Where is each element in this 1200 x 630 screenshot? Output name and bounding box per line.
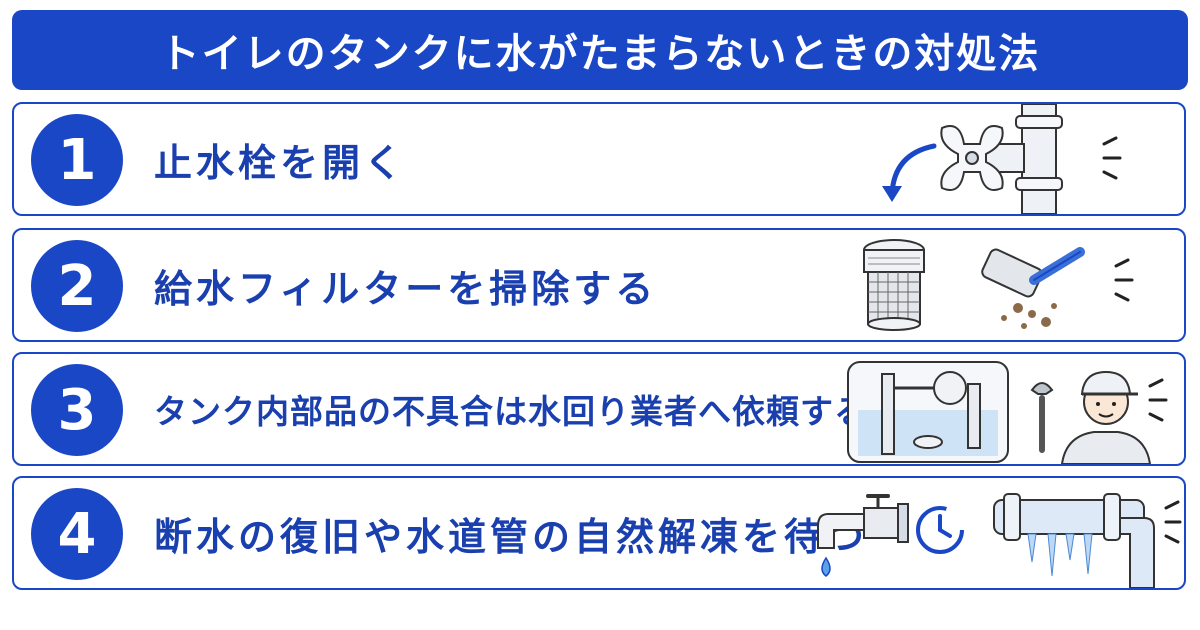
clock-icon [916, 506, 964, 554]
step-number: 4 [31, 488, 123, 580]
step-number: 3 [31, 364, 123, 456]
faucet-icon [817, 494, 909, 577]
valve-handle-icon [940, 125, 1004, 191]
step-label: 断水の復旧や水道管の自然解凍を待つ [154, 514, 869, 559]
debris-icon [1001, 303, 1057, 329]
step-number: 1 [31, 114, 123, 206]
step-card-3: 3 タンク内部品の不具合は水回り業者へ依頼する [12, 352, 1186, 466]
brush-icon [981, 247, 1085, 298]
step-card-2: 2 給水フィルターを掃除する [12, 228, 1186, 342]
page-title: トイレのタンクに水がたまらないときの対処法 [159, 31, 1041, 77]
pipe-icon [973, 104, 1063, 214]
step-card-4: 4 断水の復旧や水道管の自然解凍を待つ [12, 476, 1186, 590]
frozen-pipe-icon [993, 493, 1155, 588]
thaw-illustration [817, 493, 1182, 588]
wrench-icon [1030, 382, 1054, 453]
motion-lines-icon [1102, 136, 1122, 180]
title-banner: トイレのタンクに水がたまらないときの対処法 [12, 10, 1188, 90]
step-label: タンク内部品の不具合は水回り業者へ依頼する [154, 392, 868, 431]
motion-lines-icon [1164, 500, 1182, 544]
step-label: 給水フィルターを掃除する [154, 266, 658, 311]
rotate-arrow-icon [882, 143, 937, 202]
filter-illustration [863, 239, 1134, 331]
repair-illustration [847, 361, 1168, 464]
plumber-icon [1060, 370, 1152, 464]
step-label: 止水栓を開く [154, 140, 407, 185]
filter-icon [863, 239, 925, 331]
valve-illustration [882, 104, 1122, 214]
motion-lines-icon [1114, 258, 1134, 302]
toilet-tank-icon [847, 361, 1009, 463]
step-card-1: 1 止水栓を開く [12, 102, 1186, 216]
motion-lines-icon [1148, 378, 1168, 422]
step-number: 2 [31, 240, 123, 332]
